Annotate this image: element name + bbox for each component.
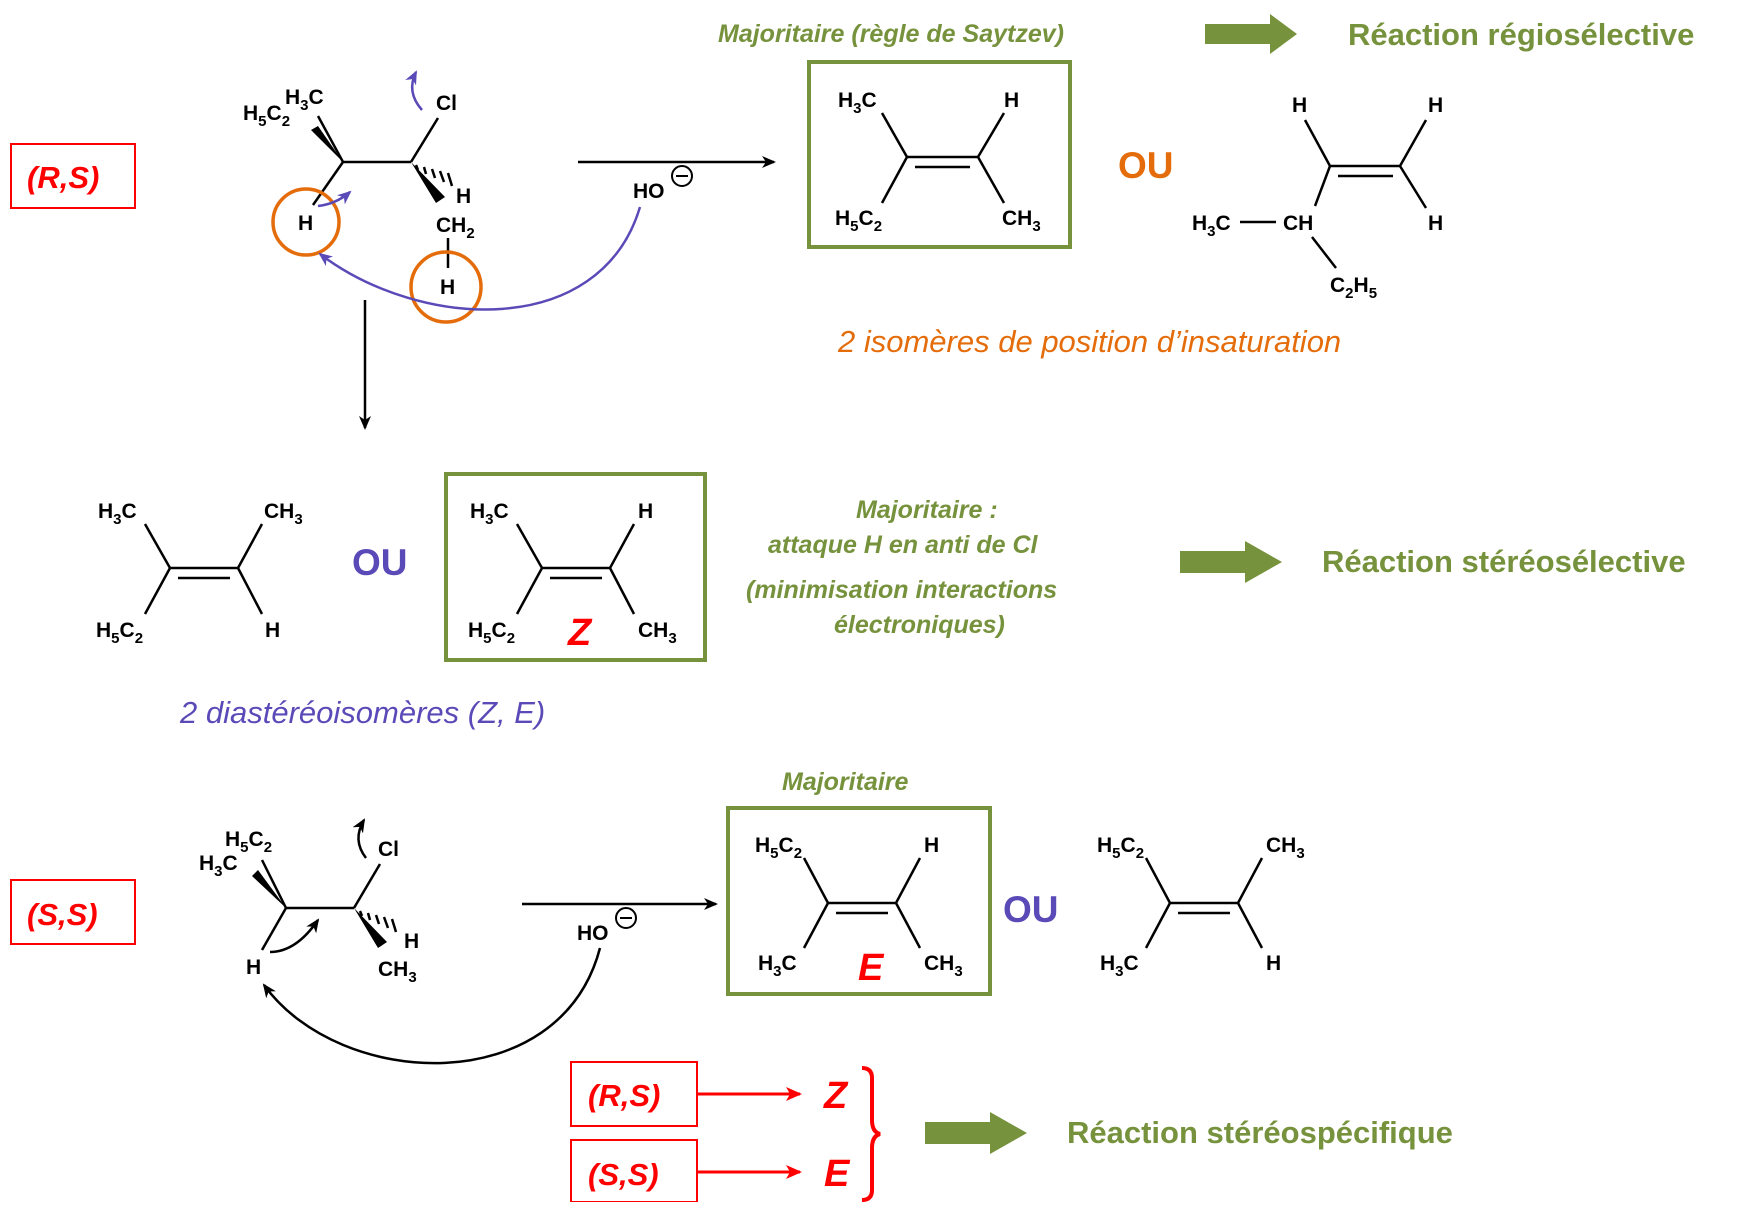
cl-atom: Cl [436,92,457,115]
h-atom-c2: H [298,212,313,235]
svg-text:H: H [246,956,261,979]
h-atom-c3: H [456,185,471,208]
z-result: Z [823,1075,849,1117]
svg-text:Cl: Cl [378,838,399,861]
green-arrow-stereosel [1180,541,1282,583]
majoritaire-note: Majoritaire [782,768,909,796]
svg-text:H: H [1428,94,1443,117]
svg-text:H: H [1428,212,1443,235]
svg-text:H3C: H3C [758,952,797,980]
ou-orange: OU [1118,145,1174,186]
stereospecific-label: Réaction stéréospécifique [1067,1115,1453,1150]
svg-text:H5C2: H5C2 [468,619,515,647]
e-letter: E [858,947,885,989]
isomer-z-right: H5C2 CH3 H3C H [1097,834,1305,980]
blue-arrow-cl [405,70,423,111]
ou-blue-2: OU [1003,889,1059,930]
e-product-box [726,806,992,996]
isomer-e-left: H3C CH3 H5C2 H [96,500,303,647]
ss-mid-label: (S,S) [27,897,98,932]
svg-text:H3C: H3C [838,89,877,117]
product-z: H3C H H5C2 CH3 Z [468,500,677,654]
ss-bottom-label: (S,S) [588,1157,659,1192]
majoritaire-colon: Majoritaire : [856,496,998,524]
svg-text:CH3: CH3 [638,619,677,647]
red-bracket [861,1066,881,1202]
product-hofmann: H H H H3C CH C2H5 [1192,94,1443,302]
green-arrow-regio [1205,14,1297,54]
electroniques-note: électroniques) [834,611,1005,639]
ch2-label: CH2 [436,214,475,242]
rs-top-label: (R,S) [27,160,99,195]
bond-c3-cl [409,117,440,163]
rs-bottom-label: (R,S) [588,1078,660,1113]
position-isomers-note: 2 isomères de position d’insaturation [837,324,1341,359]
svg-text:CH3: CH3 [924,952,963,980]
svg-text:H3C: H3C [470,500,509,528]
wedge-ss [252,870,286,908]
bond-c2-ch3 [316,115,345,163]
bond-c2-h [311,161,345,206]
svg-text:H5C2: H5C2 [835,207,882,235]
svg-text:H: H [1266,952,1281,975]
blue-arrow-ch [317,190,352,208]
regio-label: Réaction régiosélective [1348,17,1694,52]
h-atom-ch2: H [440,276,455,299]
svg-text:CH: CH [1283,212,1313,235]
svg-text:H3C: H3C [98,500,137,528]
h3c-label: H3C [285,86,324,114]
svg-text:H: H [1004,89,1019,112]
orange-circle-h2 [409,250,483,324]
svg-text:CH3: CH3 [264,500,303,528]
z-letter: Z [567,612,593,654]
ou-blue-1: OU [352,542,408,583]
svg-text:HO: HO [577,922,609,945]
product-saytzev: H3C H H5C2 CH3 [835,89,1041,235]
svg-text:H: H [404,930,419,953]
svg-text:CH3: CH3 [1002,207,1041,235]
rs-bottom-box [570,1061,698,1127]
svg-text:CH3: CH3 [378,958,417,986]
green-arrow-stereospec [925,1112,1027,1154]
svg-text:H: H [638,500,653,523]
svg-text:C2H5: C2H5 [1330,274,1377,302]
orange-circle-h1 [271,187,341,257]
svg-text:H5C2: H5C2 [225,828,272,856]
blue-arrow-ho [318,206,642,311]
stereoselective-label: Réaction stéréosélective [1322,544,1686,579]
product-e: H5C2 H H3C CH3 E [755,834,963,989]
minimisation-note: (minimisation interactions [746,576,1057,604]
svg-text:H5C2: H5C2 [96,619,143,647]
saytzev-note: Majoritaire (règle de Saytzev) [718,20,1064,48]
ho-top: HO [633,180,665,203]
anti-attack-note: attaque H en anti de Cl [768,531,1039,559]
svg-text:H3C: H3C [1100,952,1139,980]
wedge-bond [311,126,343,162]
svg-text:H: H [265,619,280,642]
svg-text:H: H [1292,94,1307,117]
diastereo-note: 2 diastéréoisomères (Z, E) [179,695,545,730]
svg-text:H3C: H3C [199,852,238,880]
wedge-ch2 [411,162,445,203]
minus-circle-top [671,165,693,187]
reactant-ss: H5C2 H3C Cl H H CH3 [199,818,602,1065]
svg-text:H: H [924,834,939,857]
z-product-box [444,472,707,662]
svg-text:H5C2: H5C2 [1097,834,1144,862]
rs-top-box [10,143,136,209]
saytzev-product-box [807,60,1072,249]
svg-text:H5C2: H5C2 [755,834,802,862]
reactant-rs: H5C2 H3C Cl H H CH2 H [243,70,642,324]
h5c2-label: H5C2 [243,102,290,130]
ss-mid-box [10,879,136,945]
svg-text:H3C: H3C [1192,212,1231,240]
svg-text:CH3: CH3 [1266,834,1305,862]
e-result: E [824,1153,851,1195]
